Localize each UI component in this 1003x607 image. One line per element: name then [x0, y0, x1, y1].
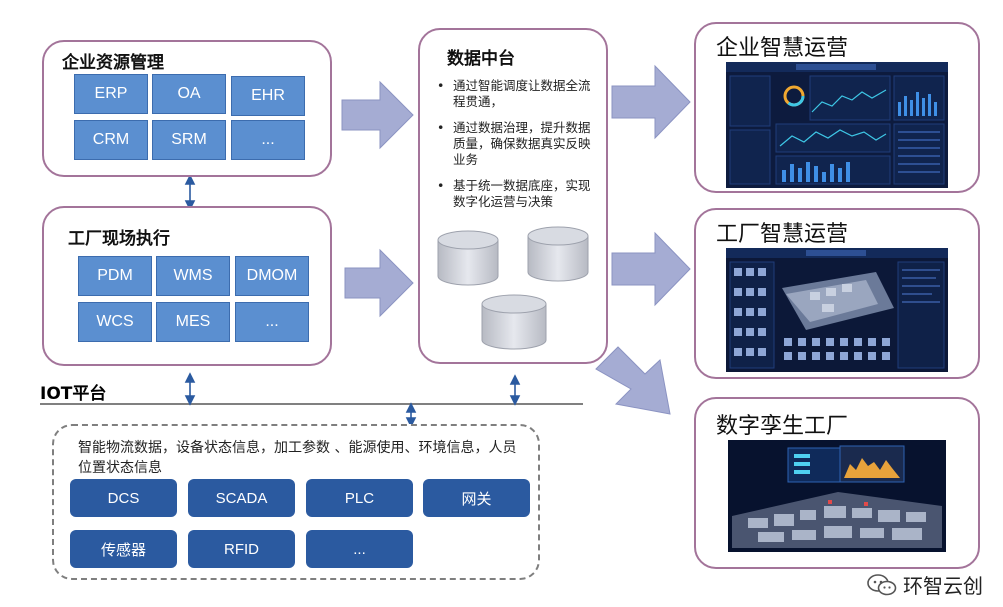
data-center-bullets: 通过智能调度让数据全流程贯通， 通过数据治理，提升数据质量，确保数据真实反映业务…	[435, 78, 595, 220]
arrow-to-factory-ops	[611, 231, 691, 307]
output-title-enterprise-ops: 企业智慧运营	[716, 36, 849, 61]
bullet-item: 通过智能调度让数据全流程贯通，	[435, 78, 595, 110]
device-box-plc[interactable]: PLC	[306, 479, 413, 517]
system-box-crm[interactable]: CRM	[74, 120, 148, 160]
watermark: 环智云创	[867, 570, 983, 599]
data-center-title: 数据中台	[447, 49, 515, 69]
double-arrow-iot-devices	[405, 402, 417, 428]
system-box-wcs[interactable]: WCS	[78, 302, 152, 342]
device-box-scada[interactable]: SCADA	[188, 479, 295, 517]
database-icon	[481, 294, 547, 350]
iot-title: IOT平台	[40, 384, 107, 404]
dashboard-image	[726, 62, 948, 185]
system-box-srm[interactable]: SRM	[152, 120, 226, 160]
enterprise-title: 企业资源管理	[62, 53, 164, 73]
system-box-oa[interactable]: OA	[152, 74, 226, 114]
digital-twin-image	[728, 440, 946, 552]
device-box-sensor[interactable]: 传感器	[70, 530, 177, 568]
system-box-pdm[interactable]: PDM	[78, 256, 152, 296]
device-box-gateway[interactable]: 网关	[423, 479, 530, 517]
arrow-to-digital-twin	[595, 346, 671, 415]
bullet-item: 基于统一数据底座，实现数字化运营与决策	[435, 178, 595, 210]
device-box-more[interactable]: ...	[306, 530, 413, 568]
system-box-mes[interactable]: MES	[156, 302, 230, 342]
device-box-dcs[interactable]: DCS	[70, 479, 177, 517]
database-cylinders	[437, 226, 589, 350]
double-arrow-factory-iot	[184, 372, 196, 406]
arrow-enterprise-to-datacenter	[341, 80, 414, 150]
iot-description: 智能物流数据，设备状态信息，加工参数 、能源使用、环境信息，人员位置状态信息	[78, 440, 517, 476]
system-box-erp[interactable]: ERP	[74, 74, 148, 114]
database-icon	[437, 230, 499, 286]
system-box-more-2[interactable]: ...	[235, 302, 309, 342]
system-box-dmom[interactable]: DMOM	[235, 256, 309, 296]
enterprise-dashboard-screenshot	[726, 62, 948, 188]
dashboard-image	[726, 248, 948, 369]
watermark-text: 环智云创	[903, 574, 983, 598]
arrow-to-enterprise-ops	[611, 64, 691, 140]
output-title-factory-ops: 工厂智慧运营	[716, 222, 849, 247]
system-box-more[interactable]: ...	[231, 120, 305, 160]
factory-panel: 工厂现场执行 PDM WMS DMOM WCS MES ...	[42, 206, 332, 366]
device-box-rfid[interactable]: RFID	[188, 530, 295, 568]
double-arrow-enterprise-factory	[184, 174, 196, 211]
system-box-ehr[interactable]: EHR	[231, 76, 305, 116]
digital-twin-screenshot	[728, 440, 946, 552]
wechat-icon	[867, 573, 897, 595]
arrow-factory-to-datacenter	[344, 248, 414, 318]
bullet-item: 通过数据治理，提升数据质量，确保数据真实反映业务	[435, 120, 595, 168]
system-box-wms[interactable]: WMS	[156, 256, 230, 296]
database-icon	[527, 226, 589, 282]
double-arrow-datacenter-iot	[509, 374, 521, 406]
factory-title: 工厂现场执行	[68, 229, 170, 249]
enterprise-panel: 企业资源管理 ERP OA EHR CRM SRM ...	[42, 40, 332, 177]
output-title-digital-twin: 数字孪生工厂	[716, 414, 849, 439]
factory-dashboard-screenshot	[726, 248, 948, 372]
